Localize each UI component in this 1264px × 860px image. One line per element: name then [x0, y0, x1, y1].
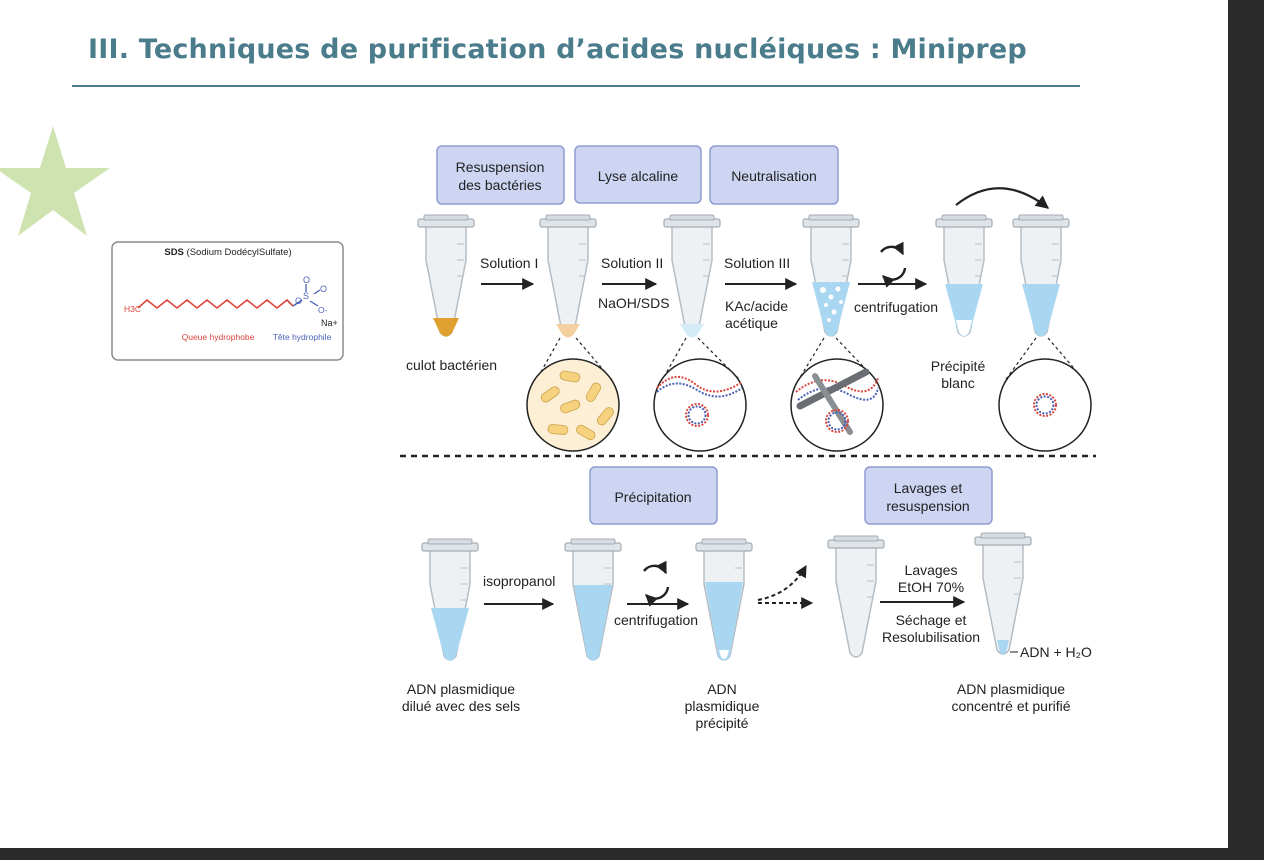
label-precipitated-line2: plasmidique	[685, 698, 760, 714]
tube-purified-dna	[974, 532, 1032, 655]
step-box-precipitation: Précipitation	[589, 466, 718, 525]
sds-sodium: Na+	[321, 318, 338, 328]
sds-title: SDS (Sodium DodécylSulfate)	[164, 247, 291, 258]
label-drying-line2: Resolubilisation	[882, 629, 980, 645]
box-label: Neutralisation	[731, 168, 817, 184]
sds-o-bridge: O	[295, 296, 302, 306]
sds-hydrocarbon-chain	[137, 298, 294, 310]
box-label: Précipitation	[614, 489, 691, 505]
sds-tail-label: Queue hydrophobe	[182, 332, 255, 342]
label-naoh-sds: NaOH/SDS	[598, 295, 670, 311]
label-centrifugation-bottom: centrifugation	[614, 612, 698, 628]
sds-structure-panel: SDS (Sodium DodécylSulfate) H3C O S O O …	[111, 241, 344, 361]
transfer-arrow	[955, 187, 1050, 209]
tube-precipitated-dna	[695, 538, 753, 661]
centrifuge-icon-bottom	[643, 560, 670, 607]
label-dna-water: ADN + H₂O	[1020, 644, 1092, 660]
label-washes-line1: Lavages	[905, 562, 958, 578]
label-pellet: culot bactérien	[406, 357, 497, 373]
step-box-lyse: Lyse alcaline	[574, 145, 702, 204]
label-solution1: Solution I	[480, 255, 538, 271]
tube-isopropanol	[564, 538, 622, 661]
sds-o-right: O	[320, 284, 327, 294]
step-box-lavages: Lavages et resuspension	[864, 466, 993, 525]
label-solution3: Solution III	[724, 255, 790, 271]
zoom-bacteria	[526, 337, 620, 452]
sds-o-top: O	[303, 275, 310, 285]
sds-sulfur: S	[303, 291, 309, 301]
tube-empty	[827, 535, 885, 658]
label-precipitated-line1: ADN	[707, 681, 737, 697]
label-precipitate-line2: blanc	[941, 375, 974, 391]
sds-ch3-label: H3C	[124, 304, 141, 314]
zoom-lysis	[653, 337, 747, 452]
label-isopropanol: isopropanol	[483, 573, 555, 589]
zoom-plasmid	[998, 337, 1092, 452]
label-diluted-line2: dilué avec des sels	[402, 698, 520, 714]
tube-diluted-dna	[421, 538, 479, 661]
page-title: III. Techniques de purification d’acides…	[88, 34, 1027, 65]
box-label: Lyse alcaline	[598, 168, 679, 184]
star-icon	[0, 126, 110, 236]
label-kac-line2: acétique	[725, 315, 778, 331]
label-precipitated-line3: précipité	[696, 715, 749, 731]
tube-centrifuged	[935, 214, 993, 337]
tube-neutralised	[802, 214, 860, 337]
sds-o-minus: O-	[318, 305, 328, 315]
label-diluted-line1: ADN plasmidique	[407, 681, 515, 697]
step-box-neutralisation: Neutralisation	[709, 145, 839, 205]
tube-pellet	[417, 214, 475, 337]
miniprep-diagram: SDS (Sodium DodécylSulfate) H3C O S O O …	[111, 145, 1096, 731]
tube-resuspended	[539, 214, 597, 338]
sds-head-label: Tête hydrophile	[273, 332, 332, 342]
label-purified-line2: concentré et purifié	[951, 698, 1070, 714]
centrifuge-icon-top	[880, 241, 907, 288]
box-label-line2: des bactéries	[458, 177, 541, 193]
box-label-line2: resuspension	[886, 498, 969, 514]
box-label-line1: Resuspension	[456, 159, 545, 175]
slide: III. Techniques de purification d’acides…	[0, 0, 1228, 848]
label-washes-line2: EtOH 70%	[898, 579, 964, 595]
label-solution2: Solution II	[601, 255, 663, 271]
title-underline	[72, 85, 1080, 87]
label-drying-line1: Séchage et	[896, 612, 967, 628]
label-centrifugation-top: centrifugation	[854, 299, 938, 315]
zoom-neutralisation	[790, 337, 884, 452]
label-precipitate-line1: Précipité	[931, 358, 986, 374]
tube-lysed	[663, 214, 721, 338]
step-box-resuspension: Resuspension des bactéries	[436, 145, 565, 205]
label-purified-line1: ADN plasmidique	[957, 681, 1065, 697]
arrow-discard-supernatant	[757, 564, 807, 601]
box-label-line1: Lavages et	[894, 480, 963, 496]
tube-supernatant	[1012, 214, 1070, 337]
label-kac-line1: KAc/acide	[725, 298, 788, 314]
